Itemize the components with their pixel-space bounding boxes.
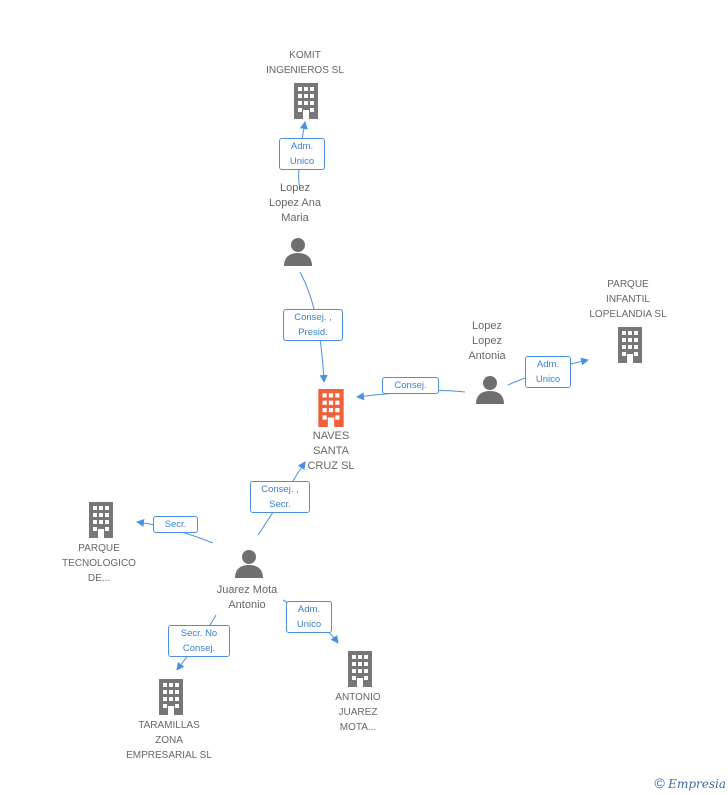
relation-label[interactable]: Adm. Unico bbox=[279, 138, 325, 170]
building-icon[interactable] bbox=[86, 502, 116, 538]
relation-label[interactable]: Adm. Unico bbox=[525, 356, 571, 388]
relation-label[interactable]: Secr. bbox=[153, 516, 198, 533]
person-icon[interactable] bbox=[475, 374, 505, 404]
building-icon[interactable] bbox=[615, 327, 645, 363]
relation-label[interactable]: Secr. No Consej. bbox=[168, 625, 230, 657]
building-icon[interactable] bbox=[156, 679, 186, 715]
relation-label[interactable]: Adm. Unico bbox=[286, 601, 332, 633]
building-icon-highlighted[interactable] bbox=[315, 389, 347, 427]
relation-label[interactable]: Consej. , Secr. bbox=[250, 481, 310, 513]
brand-initial: E bbox=[668, 777, 677, 791]
lopez-antonia-label[interactable]: Lopez Lopez Antonia bbox=[468, 320, 506, 362]
parque-infantil-label[interactable]: PARQUE INFANTIL LOPELANDIA SL bbox=[589, 279, 667, 320]
person-icon[interactable] bbox=[234, 548, 264, 578]
antonio-juarez-mota-label[interactable]: ANTONIO JUAREZ MOTA... bbox=[335, 692, 381, 733]
copyright-symbol: © bbox=[654, 775, 665, 791]
parque-tecnologico-label[interactable]: PARQUE TECNOLOGICO DE... bbox=[62, 543, 136, 584]
relation-label[interactable]: Consej. bbox=[382, 377, 439, 394]
taramillas-label[interactable]: TARAMILLAS ZONA EMPRESARIAL SL bbox=[126, 720, 212, 761]
brand-text: mpresia bbox=[676, 777, 726, 791]
lopez-ana-maria-label[interactable]: Lopez Lopez Ana Maria bbox=[269, 182, 321, 224]
building-icon[interactable] bbox=[291, 83, 321, 119]
relation-label[interactable]: Consej. , Presid. bbox=[283, 309, 343, 341]
person-icon[interactable] bbox=[283, 236, 313, 266]
komit-ingenieros-label[interactable]: KOMIT INGENIEROS SL bbox=[266, 50, 344, 76]
juarez-mota-antonio-label[interactable]: Juarez Mota Antonio bbox=[216, 584, 278, 611]
empresia-logo: © Empresia bbox=[655, 775, 727, 791]
naves-santa-cruz-label[interactable]: NAVES SANTA CRUZ SL bbox=[307, 430, 355, 472]
building-icon[interactable] bbox=[345, 651, 375, 687]
